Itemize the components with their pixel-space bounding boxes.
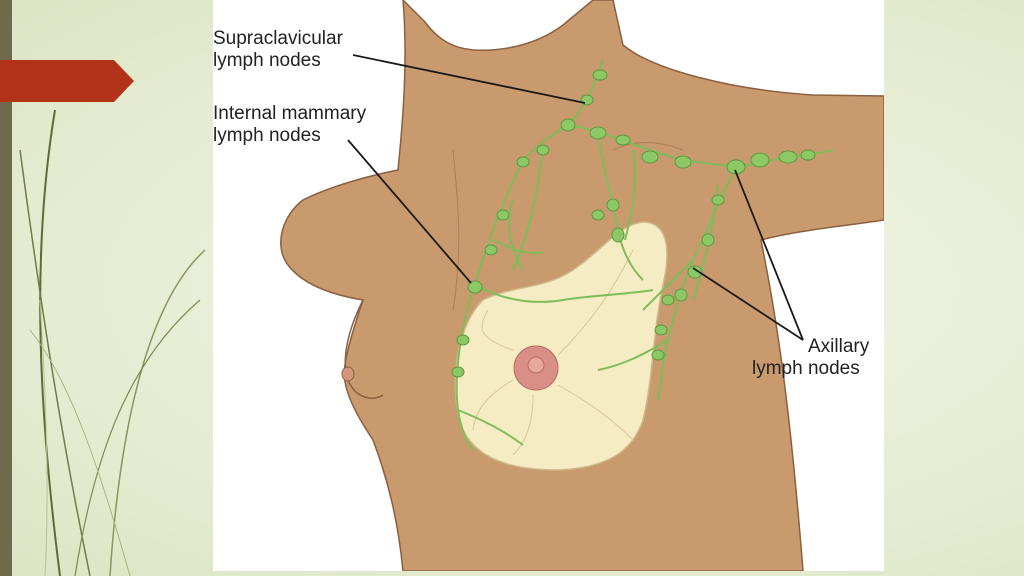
axillary-line2: lymph nodes — [752, 358, 860, 379]
skin-shading — [612, 142, 684, 151]
anatomy-drawing — [280, 0, 884, 571]
leader-lines — [347, 54, 804, 341]
nipple — [527, 356, 545, 374]
axillary-line1: Axillary — [808, 336, 870, 357]
internal-mammary-line2: lymph nodes — [213, 125, 321, 146]
supraclavicular-line1: Supraclavicular — [213, 28, 343, 49]
accent-side-bar — [0, 0, 12, 576]
lymph-node-illustration: Supraclavicular lymph nodes Internal mam… — [213, 0, 884, 571]
skin-shading — [452, 149, 460, 311]
arrow-tab-marker — [0, 60, 134, 102]
internal-mammary-label: Internal mammary lymph nodes — [213, 103, 366, 147]
supraclavicular-label: Supraclavicular lymph nodes — [213, 28, 343, 72]
lymph-nodes — [451, 69, 816, 378]
axillary-label: Axillary lymph nodes — [752, 336, 869, 380]
decorative-grass-strokes — [19, 109, 206, 576]
internal-mammary-line1: Internal mammary — [213, 103, 367, 124]
supraclavicular-line2: lymph nodes — [213, 50, 321, 71]
left-nipple — [341, 366, 355, 382]
